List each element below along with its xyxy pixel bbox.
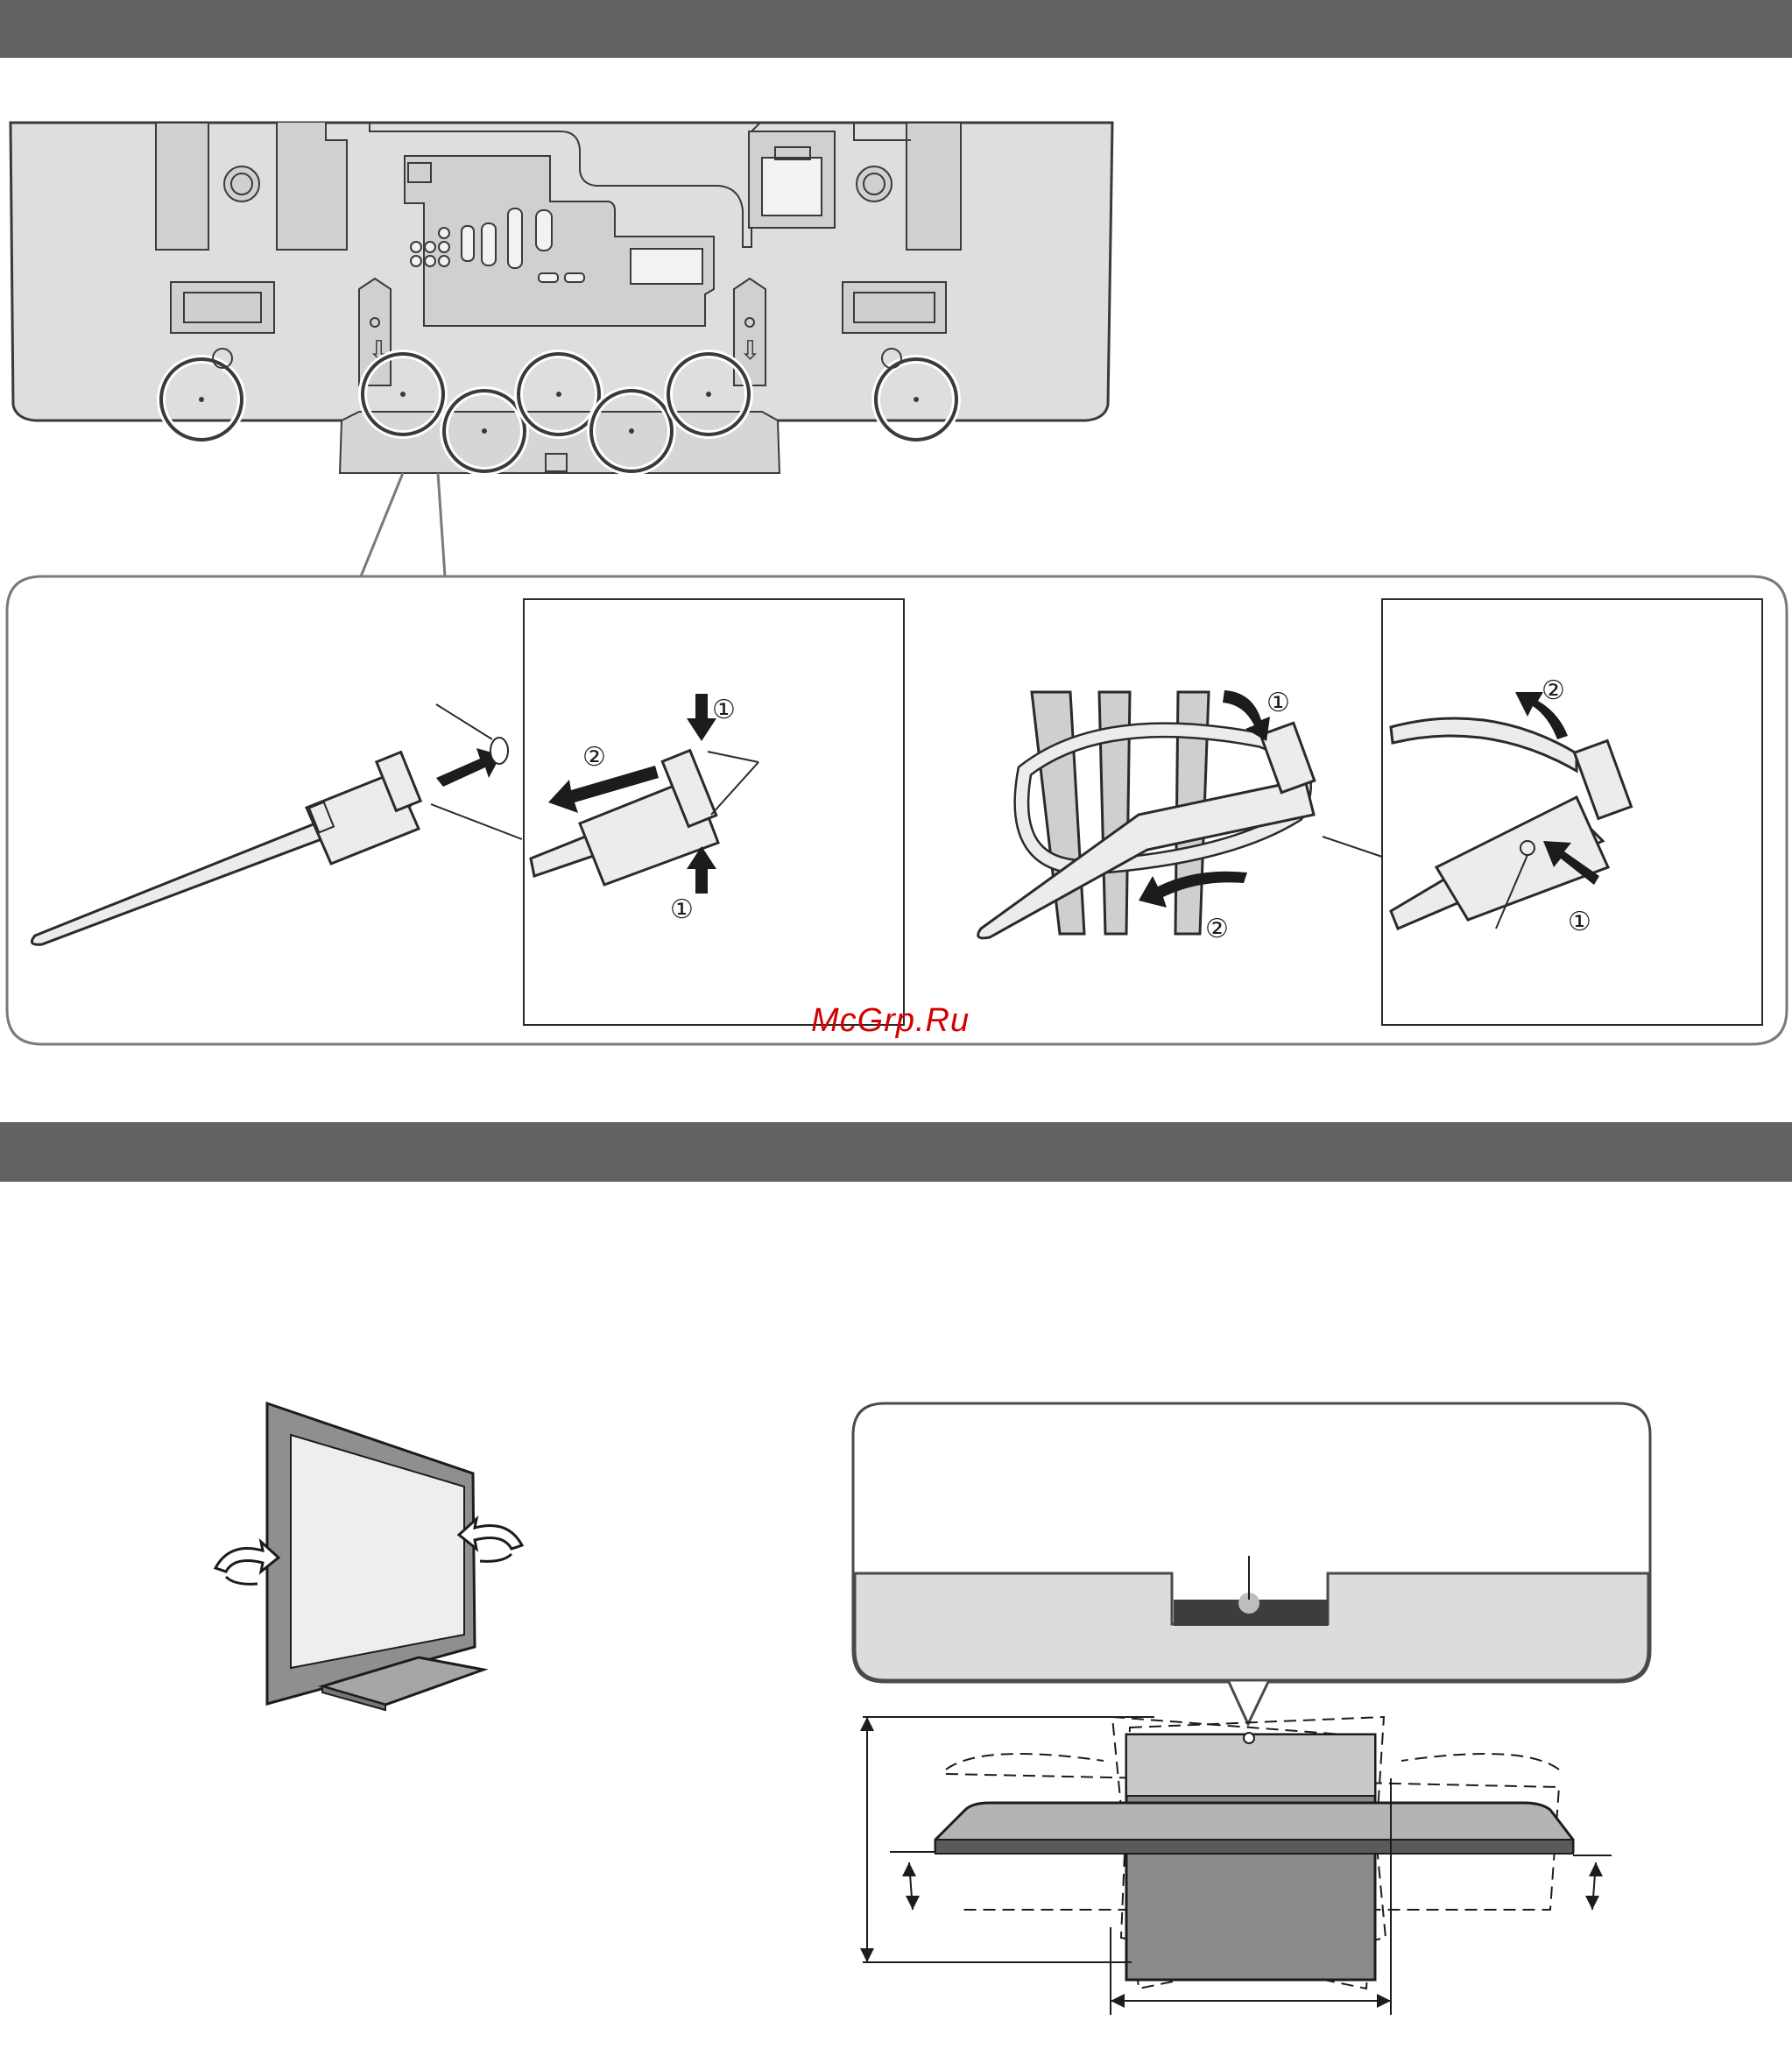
swivel-range-diagram xyxy=(853,1403,1650,2015)
step-mark-release-press: ① xyxy=(1568,909,1591,936)
handle-recess xyxy=(843,282,946,333)
handle-recess xyxy=(171,282,274,333)
mount-hole-target xyxy=(490,738,508,764)
step-mark-release-lift: ② xyxy=(1542,678,1565,704)
ac-inlet xyxy=(762,158,822,215)
step-mark-clamp-top: ① xyxy=(712,697,736,724)
vent-slot xyxy=(907,123,961,250)
terminal-block xyxy=(631,249,702,284)
vent-slot xyxy=(156,123,208,250)
mount-hole xyxy=(224,166,259,201)
step-mark-bundle-pull: ② xyxy=(1205,916,1229,943)
callout-panel xyxy=(361,473,445,576)
cable-bundle-illustration xyxy=(978,690,1382,938)
step-mark-bundle-wrap: ① xyxy=(1266,690,1290,717)
cable-clamp-illustration xyxy=(32,704,522,944)
step-mark-clamp-bottom: ① xyxy=(670,897,694,923)
tv-swivel-illustration xyxy=(215,1403,522,1710)
mount-hole xyxy=(857,166,892,201)
step-mark-clamp-push: ② xyxy=(582,745,606,771)
vent-slot xyxy=(277,123,347,250)
stand-base xyxy=(340,412,780,473)
watermark-text: McGrp.Ru xyxy=(811,1002,970,1040)
down-arrow-icon: ⇩ xyxy=(739,336,761,366)
